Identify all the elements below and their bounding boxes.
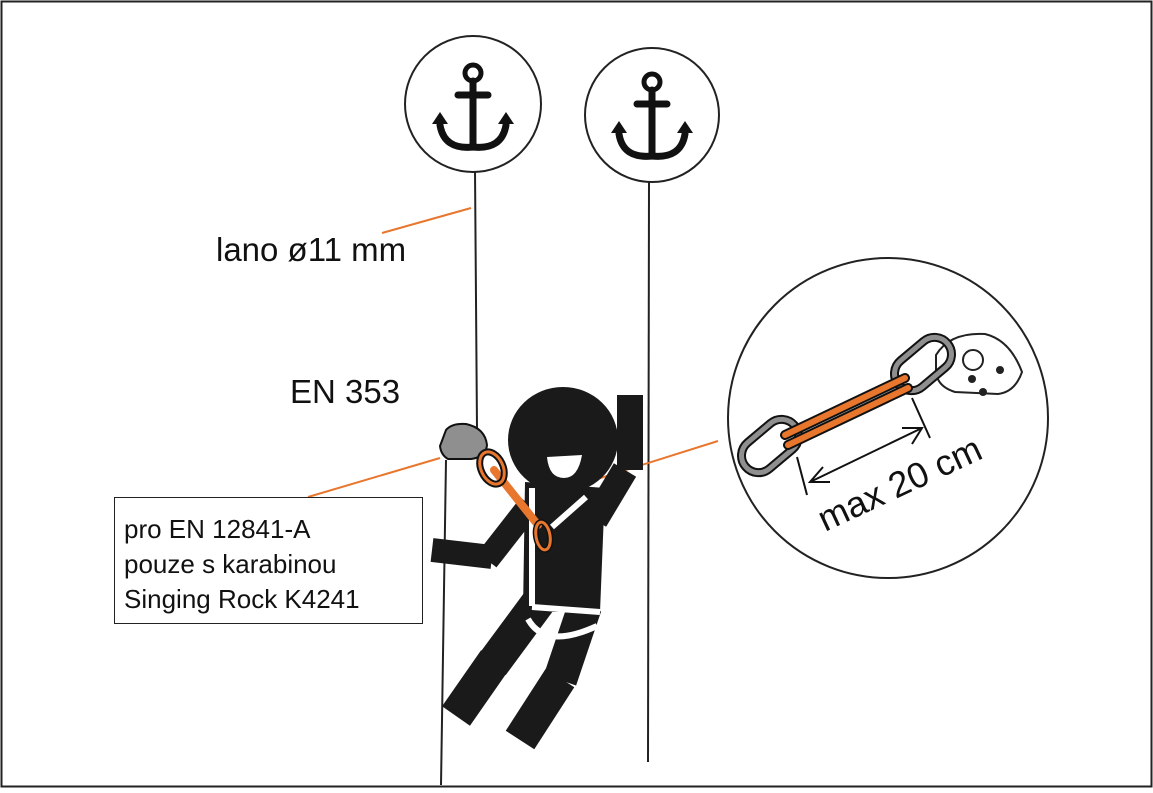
face-smile [547,455,582,478]
rope-left-upper [474,169,478,431]
note-line: pro EN 12841-A [124,514,311,544]
note-line: Singing Rock K4241 [124,584,360,614]
harness [525,488,601,640]
leader-device [307,457,441,498]
rope-diameter-label: lano ø11 mm [216,231,407,268]
anchor-point-left [404,35,542,173]
detail-view: max 20 cm [727,257,1049,579]
dimension-line [796,397,931,496]
note-line: pouze s karabinou [124,549,337,579]
anchor-plate [935,332,1024,396]
sling [782,375,908,438]
rope-right [647,179,650,763]
anchor-icon [436,62,510,151]
climber-figure [430,387,643,750]
leader-rope [381,207,472,234]
anchor-icon [615,71,689,160]
anchor-point-right [584,47,720,183]
note-box: pro EN 12841-A pouze s karabinou Singing… [114,497,423,624]
standard-label: EN 353 [290,373,401,410]
rope-grab-device [438,422,489,460]
rope-left-lower [440,459,447,786]
